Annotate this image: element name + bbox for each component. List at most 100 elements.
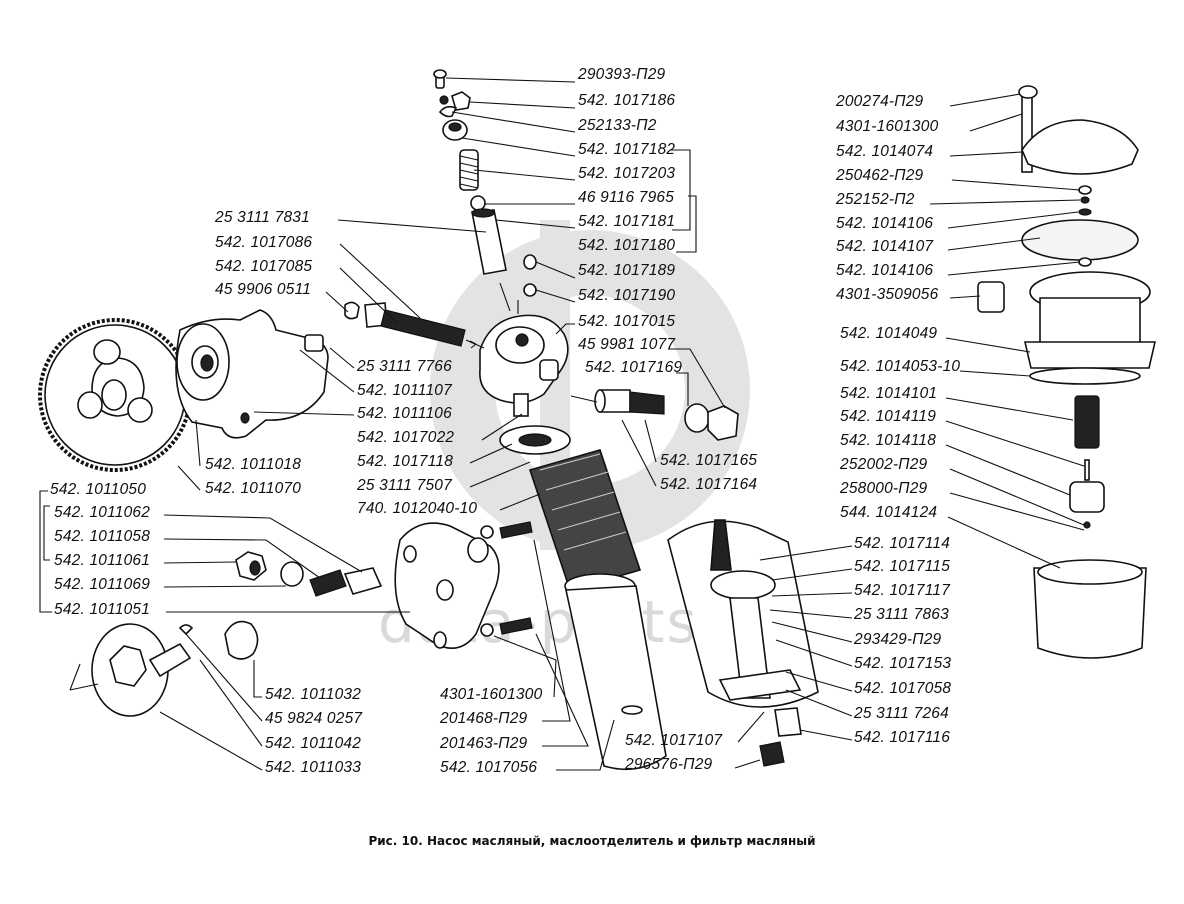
valve-stack-drawing (433, 69, 537, 314)
ball-46-9116-7965 (470, 195, 486, 211)
label-542-1011051: 542. 1011051 (54, 601, 151, 618)
label-201463-p29: 201463-П29 (440, 735, 528, 752)
label-296576-p29: 296576-П29 (625, 756, 713, 773)
label-4301-3509056: 4301-3509056 (836, 286, 939, 303)
label-542-1014101: 542. 1014101 (840, 385, 938, 402)
washer-542-1017190 (523, 283, 537, 297)
filter-housing-542-1017056 (564, 573, 667, 771)
reducing-valve-parts (235, 551, 383, 597)
label-542-1017189: 542. 1017189 (578, 262, 676, 279)
filter-element-740-1012040 (499, 425, 642, 591)
label-542-1017180: 542. 1017180 (578, 237, 676, 254)
label-542-1014074: 542. 1014074 (836, 143, 934, 160)
inner-rotor-542-1011032 (224, 620, 259, 660)
label-4301-1601300: 4301-1601300 (836, 118, 939, 135)
label-45-9906-0511: 45 9906 0511 (215, 281, 312, 298)
label-4301-1601300-b: 4301-1601300 (440, 686, 543, 703)
label-542-1014053-10: 542. 1014053-10 (840, 358, 961, 375)
label-293429-p29: 293429-П29 (854, 631, 942, 648)
label-542-1011062: 542. 1011062 (54, 504, 151, 521)
label-25-3111-7831: 25 3111 7831 (215, 209, 310, 226)
washer-542-1011069 (280, 561, 304, 587)
label-542-1017181: 542. 1017181 (578, 213, 676, 230)
pump-cover-542-1011051 (394, 521, 533, 650)
label-542-1011107: 542. 1011107 (357, 382, 452, 399)
cap-296576 (759, 741, 785, 767)
label-542-1011033: 542. 1011033 (265, 759, 362, 776)
label-542-1017117: 542. 1017117 (854, 582, 951, 599)
label-250462-p29: 250462-П29 (836, 167, 924, 184)
label-201468-p29: 201468-П29 (440, 710, 528, 727)
key-45-9824-0257 (178, 624, 194, 636)
label-542-1017114: 542. 1017114 (854, 535, 951, 552)
label-45-9981-1077: 45 9981 1077 (578, 336, 676, 353)
valve-542-1011062 (343, 567, 383, 595)
rotor-542-1011033 (69, 620, 259, 717)
label-252133-p2: 252133-П2 (578, 117, 657, 134)
plug-542-1017189 (523, 254, 537, 270)
threaded-tube-542-1017085 (344, 301, 466, 347)
label-542-1011032: 542. 1011032 (265, 686, 362, 703)
label-542-1017169: 542. 1017169 (585, 359, 683, 376)
figure-caption: Рис. 10. Насос масляный, маслоотделитель… (368, 834, 816, 848)
label-544-1014124: 544. 1014124 (840, 504, 938, 521)
pump-gear-542-1011070 (38, 318, 192, 472)
label-542-1017015: 542. 1017015 (578, 313, 676, 330)
gasket-45-9981-1077 (684, 403, 710, 433)
label-542-1011050: 542. 1011050 (50, 481, 147, 498)
plug-542-1017169 (707, 405, 739, 441)
label-542-1014119: 542. 1014119 (840, 408, 937, 425)
label-542-1017164: 542. 1017164 (660, 476, 758, 493)
lock-washer (438, 105, 458, 118)
separator-cover-542-1014074 (1018, 85, 1139, 267)
label-542-1014107: 542. 1014107 (836, 238, 934, 255)
label-45-9824-0257: 45 9824 0257 (265, 710, 363, 727)
label-542-1014106-a: 542. 1014106 (836, 215, 934, 232)
label-25-3111-7264: 25 3111 7264 (854, 705, 949, 722)
label-542-1014118: 542. 1014118 (840, 432, 937, 449)
valve-542-1017181 (471, 209, 507, 275)
label-542-1011061: 542. 1011061 (54, 552, 151, 569)
label-542-1017190: 542. 1017190 (578, 287, 676, 304)
label-542-1017182: 542. 1017182 (578, 141, 676, 158)
spring-542-1011058 (309, 569, 347, 597)
housing-542-1017015 (479, 314, 569, 417)
label-542-1011070: 542. 1011070 (205, 480, 302, 497)
label-542-1017186: 542. 1017186 (578, 92, 676, 109)
label-542-1011042: 542. 1011042 (265, 735, 362, 752)
label-542-1014049: 542. 1014049 (840, 325, 938, 342)
label-542-1017118: 542. 1017118 (357, 453, 454, 470)
label-542-1017153: 542. 1017153 (854, 655, 952, 672)
label-542-1017116: 542. 1017116 (854, 729, 951, 746)
label-25-3111-7766: 25 3111 7766 (357, 358, 452, 375)
separator-assembly (667, 519, 819, 767)
separator-body-542-1014049 (977, 271, 1157, 659)
label-542-1011058: 542. 1011058 (54, 528, 151, 545)
label-542-1011018: 542. 1011018 (205, 456, 302, 473)
spring-542-1017203 (459, 149, 479, 191)
label-258000-p29: 258000-П29 (840, 480, 928, 497)
label-542-1017058: 542. 1017058 (854, 680, 952, 697)
label-542-1017086: 542. 1017086 (215, 234, 313, 251)
spring-542-1014101 (1074, 395, 1100, 449)
bolt-201468 (499, 521, 533, 539)
label-542-1017203: 542. 1017203 (578, 165, 676, 182)
label-542-1017056: 542. 1017056 (440, 759, 538, 776)
label-25-3111-7507: 25 3111 7507 (357, 477, 452, 494)
label-200274-p29: 200274-П29 (836, 93, 924, 110)
pump-body-542-1011018 (175, 309, 329, 439)
label-542-1017115: 542. 1017115 (854, 558, 951, 575)
label-542-1017085: 542. 1017085 (215, 258, 313, 275)
label-252152-p2: 252152-П2 (836, 191, 915, 208)
fitting-4301-3509056 (977, 281, 1005, 313)
bolt-201463 (499, 617, 533, 635)
label-542-1011069: 542. 1011069 (54, 576, 151, 593)
label-542-1017022: 542. 1017022 (357, 429, 455, 446)
fitting-542-1017164 (594, 389, 739, 441)
label-252002-p29: 252002-П29 (840, 456, 928, 473)
label-46-9116-7965: 46 9116 7965 (578, 189, 675, 206)
label-542-1017165: 542. 1017165 (660, 452, 758, 469)
label-740-1012040-10: 740. 1012040-10 (357, 500, 478, 517)
